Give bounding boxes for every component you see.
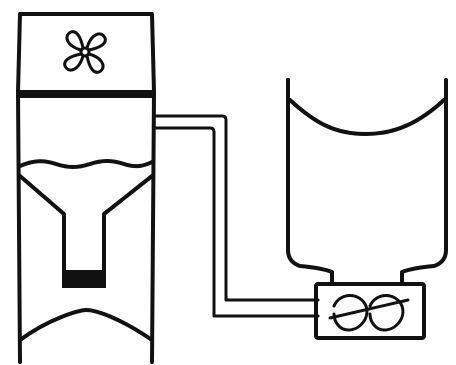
outlet-block bbox=[62, 270, 106, 288]
pump-icon bbox=[328, 294, 410, 332]
tank-body bbox=[286, 78, 448, 284]
fan-icon bbox=[63, 30, 107, 74]
connecting-pipe bbox=[152, 114, 320, 318]
pump-housing bbox=[314, 282, 426, 340]
left-tower bbox=[16, 12, 156, 364]
pump-unit bbox=[314, 282, 426, 340]
tower-column bbox=[16, 90, 156, 364]
tank-liquid-surface bbox=[288, 98, 446, 136]
pipe-inner bbox=[152, 126, 320, 318]
funnel bbox=[18, 174, 154, 274]
right-tank bbox=[286, 78, 448, 284]
tower-bottom-curve bbox=[18, 308, 154, 342]
fan-housing bbox=[16, 12, 156, 94]
pipe-outer bbox=[152, 114, 320, 302]
liquid-surface bbox=[18, 159, 154, 169]
